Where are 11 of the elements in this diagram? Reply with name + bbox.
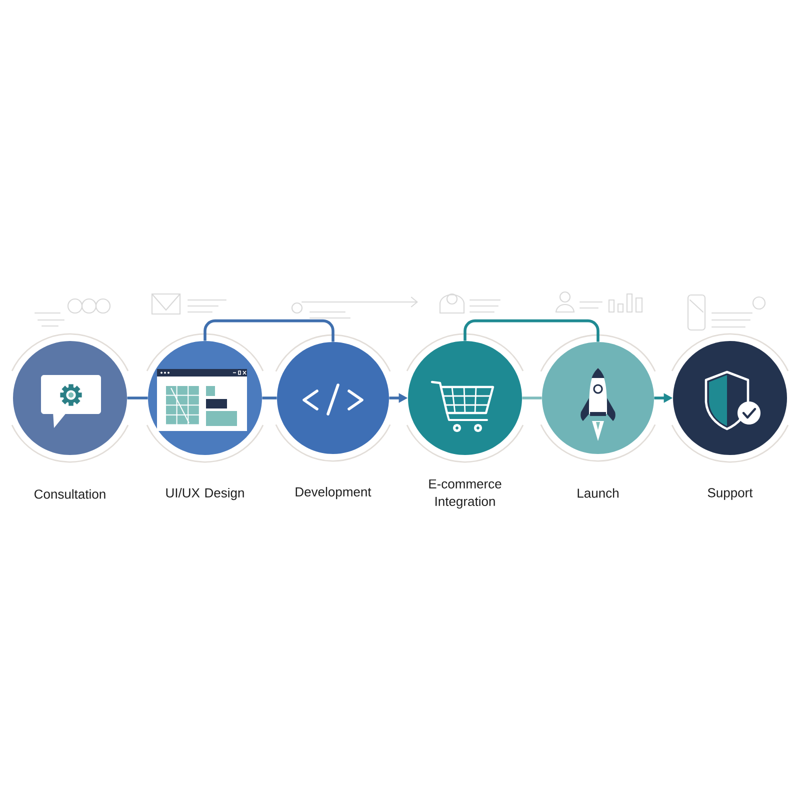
step-label: E-commerce Integration xyxy=(429,479,502,509)
connector xyxy=(464,319,600,342)
step-label: Support xyxy=(708,488,753,500)
step-label: Consultation xyxy=(34,489,106,499)
connector xyxy=(522,396,542,400)
step-label: Launch xyxy=(578,488,618,498)
connector xyxy=(204,319,334,342)
step-label: Development xyxy=(296,486,372,500)
step-label: UI/UX Design xyxy=(166,488,244,500)
connector xyxy=(262,396,277,400)
connector xyxy=(127,396,148,400)
